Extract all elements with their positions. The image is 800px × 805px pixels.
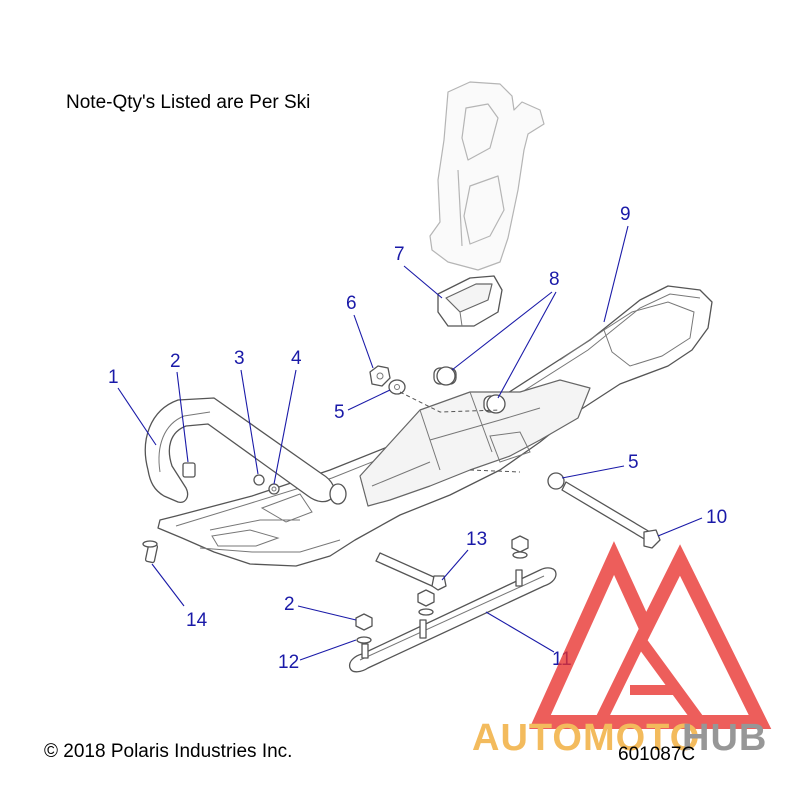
callout-1: 1 — [108, 367, 157, 446]
nut-6-washer-5 — [369, 365, 406, 395]
spindle-ghost — [429, 81, 545, 271]
bolt-14 — [142, 540, 159, 564]
callout-number: 9 — [620, 204, 631, 225]
callout-number: 5 — [628, 452, 639, 473]
runner-bar — [348, 567, 557, 673]
callout-4: 4 — [273, 348, 302, 485]
callout-2-upper: 2 — [170, 351, 189, 463]
callout-10: 10 — [657, 507, 727, 537]
callout-3: 3 — [234, 348, 259, 475]
callout-number: 4 — [291, 348, 302, 369]
callout-number: 7 — [394, 244, 405, 265]
callout-number: 5 — [334, 402, 345, 423]
callout-13: 13 — [441, 529, 487, 581]
snubber-block — [437, 275, 503, 327]
callout-6: 6 — [346, 293, 374, 369]
callout-number: 3 — [234, 348, 245, 369]
ski-handle — [144, 397, 347, 505]
callout-number: 6 — [346, 293, 357, 314]
callout-7: 7 — [394, 244, 443, 299]
watermark-auto-text: AUTOMOTO — [472, 717, 700, 759]
callout-11: 11 — [485, 611, 572, 670]
callout-8: 8 — [451, 269, 560, 399]
bolt-13 — [375, 552, 447, 591]
callout-2-lower: 2 — [284, 594, 357, 621]
callout-number: 12 — [278, 652, 299, 673]
copyright-text: © 2018 Polaris Industries Inc. — [44, 741, 292, 762]
callout-9: 9 — [603, 204, 631, 323]
qty-note: Note-Qty's Listed are Per Ski — [66, 92, 310, 113]
ski-body — [157, 285, 713, 567]
automotohub-watermark: AUTOMOTO HUB — [472, 541, 772, 759]
handle-hardware — [182, 462, 280, 495]
callout-5-right: 5 — [561, 452, 639, 479]
callout-number: 2 — [170, 351, 181, 372]
callout-12: 12 — [278, 639, 357, 673]
callout-5-left: 5 — [334, 389, 391, 423]
callout-14: 14 — [151, 563, 208, 631]
watermark-hub-text: HUB — [682, 717, 767, 759]
callout-number: 14 — [186, 610, 208, 631]
bushings-8 — [433, 366, 506, 414]
callout-number: 2 — [284, 594, 295, 615]
callout-number: 8 — [549, 269, 560, 290]
diagram-part-number: 601087C — [618, 744, 695, 765]
callout-number: 13 — [466, 529, 487, 550]
runner-hardware — [355, 535, 529, 644]
pivot-bolt-10 — [547, 472, 661, 549]
watermark-triangle-logo — [529, 541, 772, 729]
callout-number: 10 — [706, 507, 727, 528]
callout-number: 1 — [108, 367, 119, 388]
